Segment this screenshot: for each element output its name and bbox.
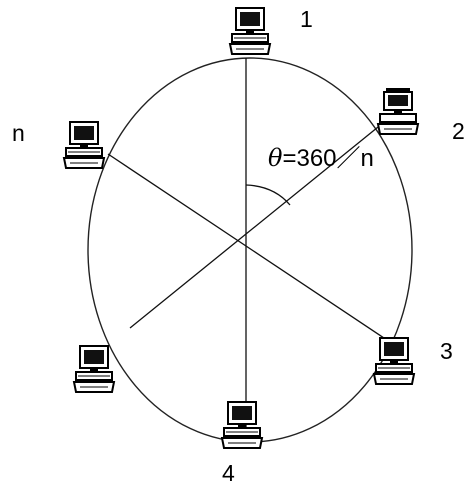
node-label-4: 4 [222,460,235,486]
angle-arc [245,184,291,206]
ring-circle [87,57,413,443]
angle-formula: θ=360／n [268,146,374,171]
computer-icon [376,86,420,138]
formula-text: =360／n [282,145,374,172]
computer-icon [72,344,116,396]
computer-icon [228,6,272,58]
spoke-node2-to-lower-left [129,122,384,329]
node-label-3: 3 [440,338,453,364]
computer-icon [220,400,264,452]
node-label-n: n [12,120,25,146]
node-label-2: 2 [452,118,465,144]
computer-icon [62,120,106,172]
computer-icon [372,336,416,388]
spoke-noden-to-node3 [107,153,385,339]
node-label-1: 1 [300,6,313,32]
theta-symbol: θ [268,144,283,172]
